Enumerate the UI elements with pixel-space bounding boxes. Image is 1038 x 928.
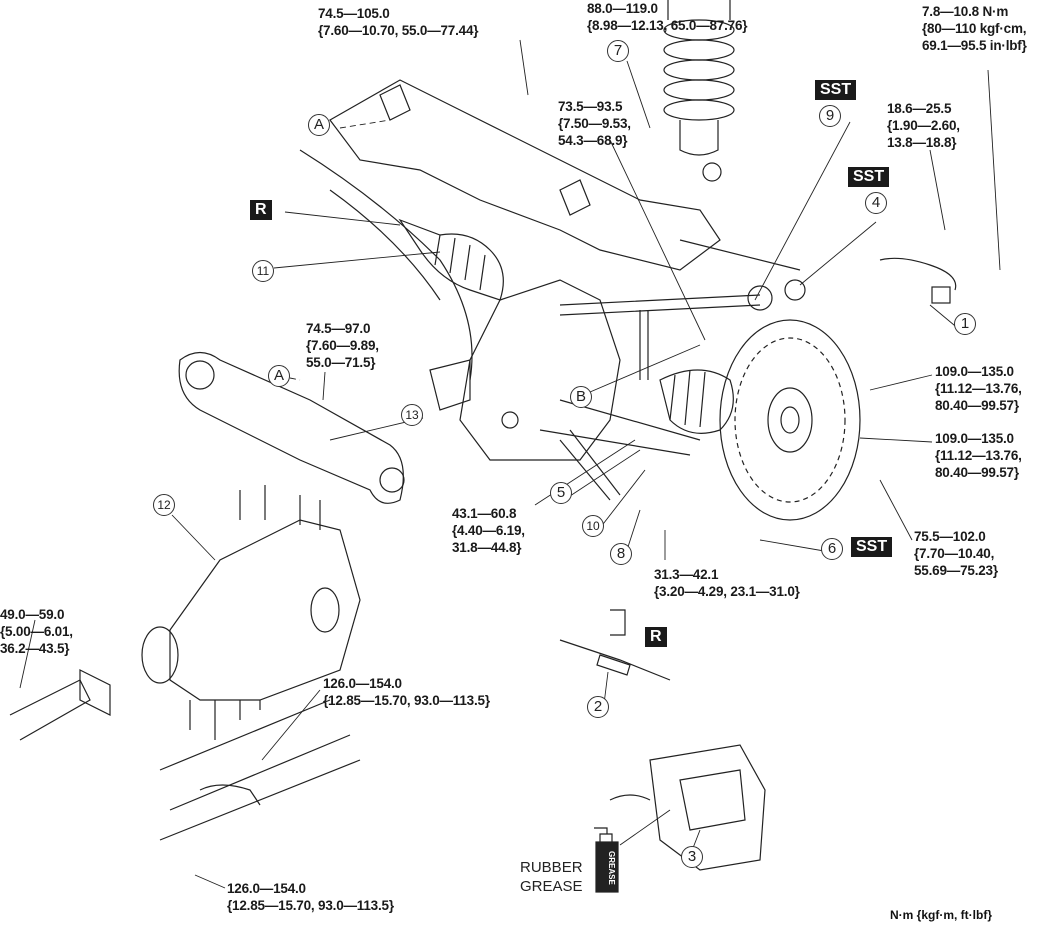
callout-8: 8 [610, 543, 632, 565]
control-arms [539, 239, 806, 501]
callout-13: 13 [401, 404, 423, 426]
replace-badge: R [250, 200, 272, 220]
callout-a: A [308, 114, 330, 136]
callout-b: B [570, 386, 592, 408]
parking-brake-cable [559, 609, 671, 681]
torque-spec: 126.0—154.0{12.85—15.70, 93.0—113.5} [227, 881, 394, 913]
knuckle [429, 279, 621, 461]
torque-spec: 109.0—135.0{11.12—13.76,80.40—99.57} [935, 431, 1022, 480]
sst-badge: SST [815, 80, 857, 100]
shock-absorber [663, 0, 735, 182]
differential [141, 485, 361, 740]
torque-spec: 126.0—154.0{12.85—15.70, 93.0—113.5} [323, 676, 490, 708]
torque-spec: 73.5—93.5{7.50—9.53,54.3—68.9} [558, 99, 631, 148]
callout-11: 11 [252, 260, 274, 282]
sst-badge: SST [848, 167, 890, 187]
torque-spec: 18.6—25.5{1.90—2.60,13.8—18.8} [887, 101, 960, 150]
torque-spec: 7.8—10.8 N·m{80—110 kgf·cm,69.1—95.5 in·… [922, 4, 1027, 53]
torque-spec: 74.5—105.0{7.60—10.70, 55.0—77.44} [318, 6, 479, 38]
grease-can-label: GREASE [607, 851, 616, 885]
callout-3: 3 [681, 846, 703, 868]
callout-12: 12 [153, 494, 175, 516]
callout-7: 7 [607, 40, 629, 62]
callout-a: A [268, 365, 290, 387]
torque-spec: 49.0—59.0{5.00—6.01,36.2—43.5} [0, 607, 73, 656]
leader-lines [19, 39, 1001, 889]
replace-badge: R [645, 627, 667, 647]
torque-spec: 109.0—135.0{11.12—13.76,80.40—99.57} [935, 364, 1022, 413]
callout-5: 5 [550, 482, 572, 504]
torque-spec: 43.1—60.8{4.40—6.19,31.8—44.8} [452, 506, 525, 555]
callout-2: 2 [587, 696, 609, 718]
units-legend: N·m {kgf·m, ft·lbf} [890, 908, 992, 922]
rear-crossmember [299, 79, 721, 381]
callout-6: 6 [821, 538, 843, 560]
callout-9: 9 [819, 105, 841, 127]
caliper [609, 744, 766, 871]
callout-10: 10 [582, 515, 604, 537]
differential-mount-member [178, 351, 405, 504]
disc-plate [719, 319, 861, 521]
torque-spec: 31.3—42.1{3.20—4.29, 23.1—31.0} [654, 567, 800, 599]
torque-spec: 75.5—102.0{7.70—10.40,55.69—75.23} [914, 529, 998, 578]
torque-spec: 74.5—97.0{7.60—9.89,55.0—71.5} [306, 321, 379, 370]
sst-badge: SST [851, 537, 893, 557]
propeller-shaft [9, 669, 111, 741]
callout-4: 4 [865, 192, 887, 214]
abs-sensor [879, 257, 957, 304]
drive-shaft [398, 218, 734, 434]
grease-can [594, 827, 619, 893]
torque-spec: 88.0—119.0{8.98—12.13, 65.0—87.76} [587, 1, 748, 33]
callout-1: 1 [954, 313, 976, 335]
